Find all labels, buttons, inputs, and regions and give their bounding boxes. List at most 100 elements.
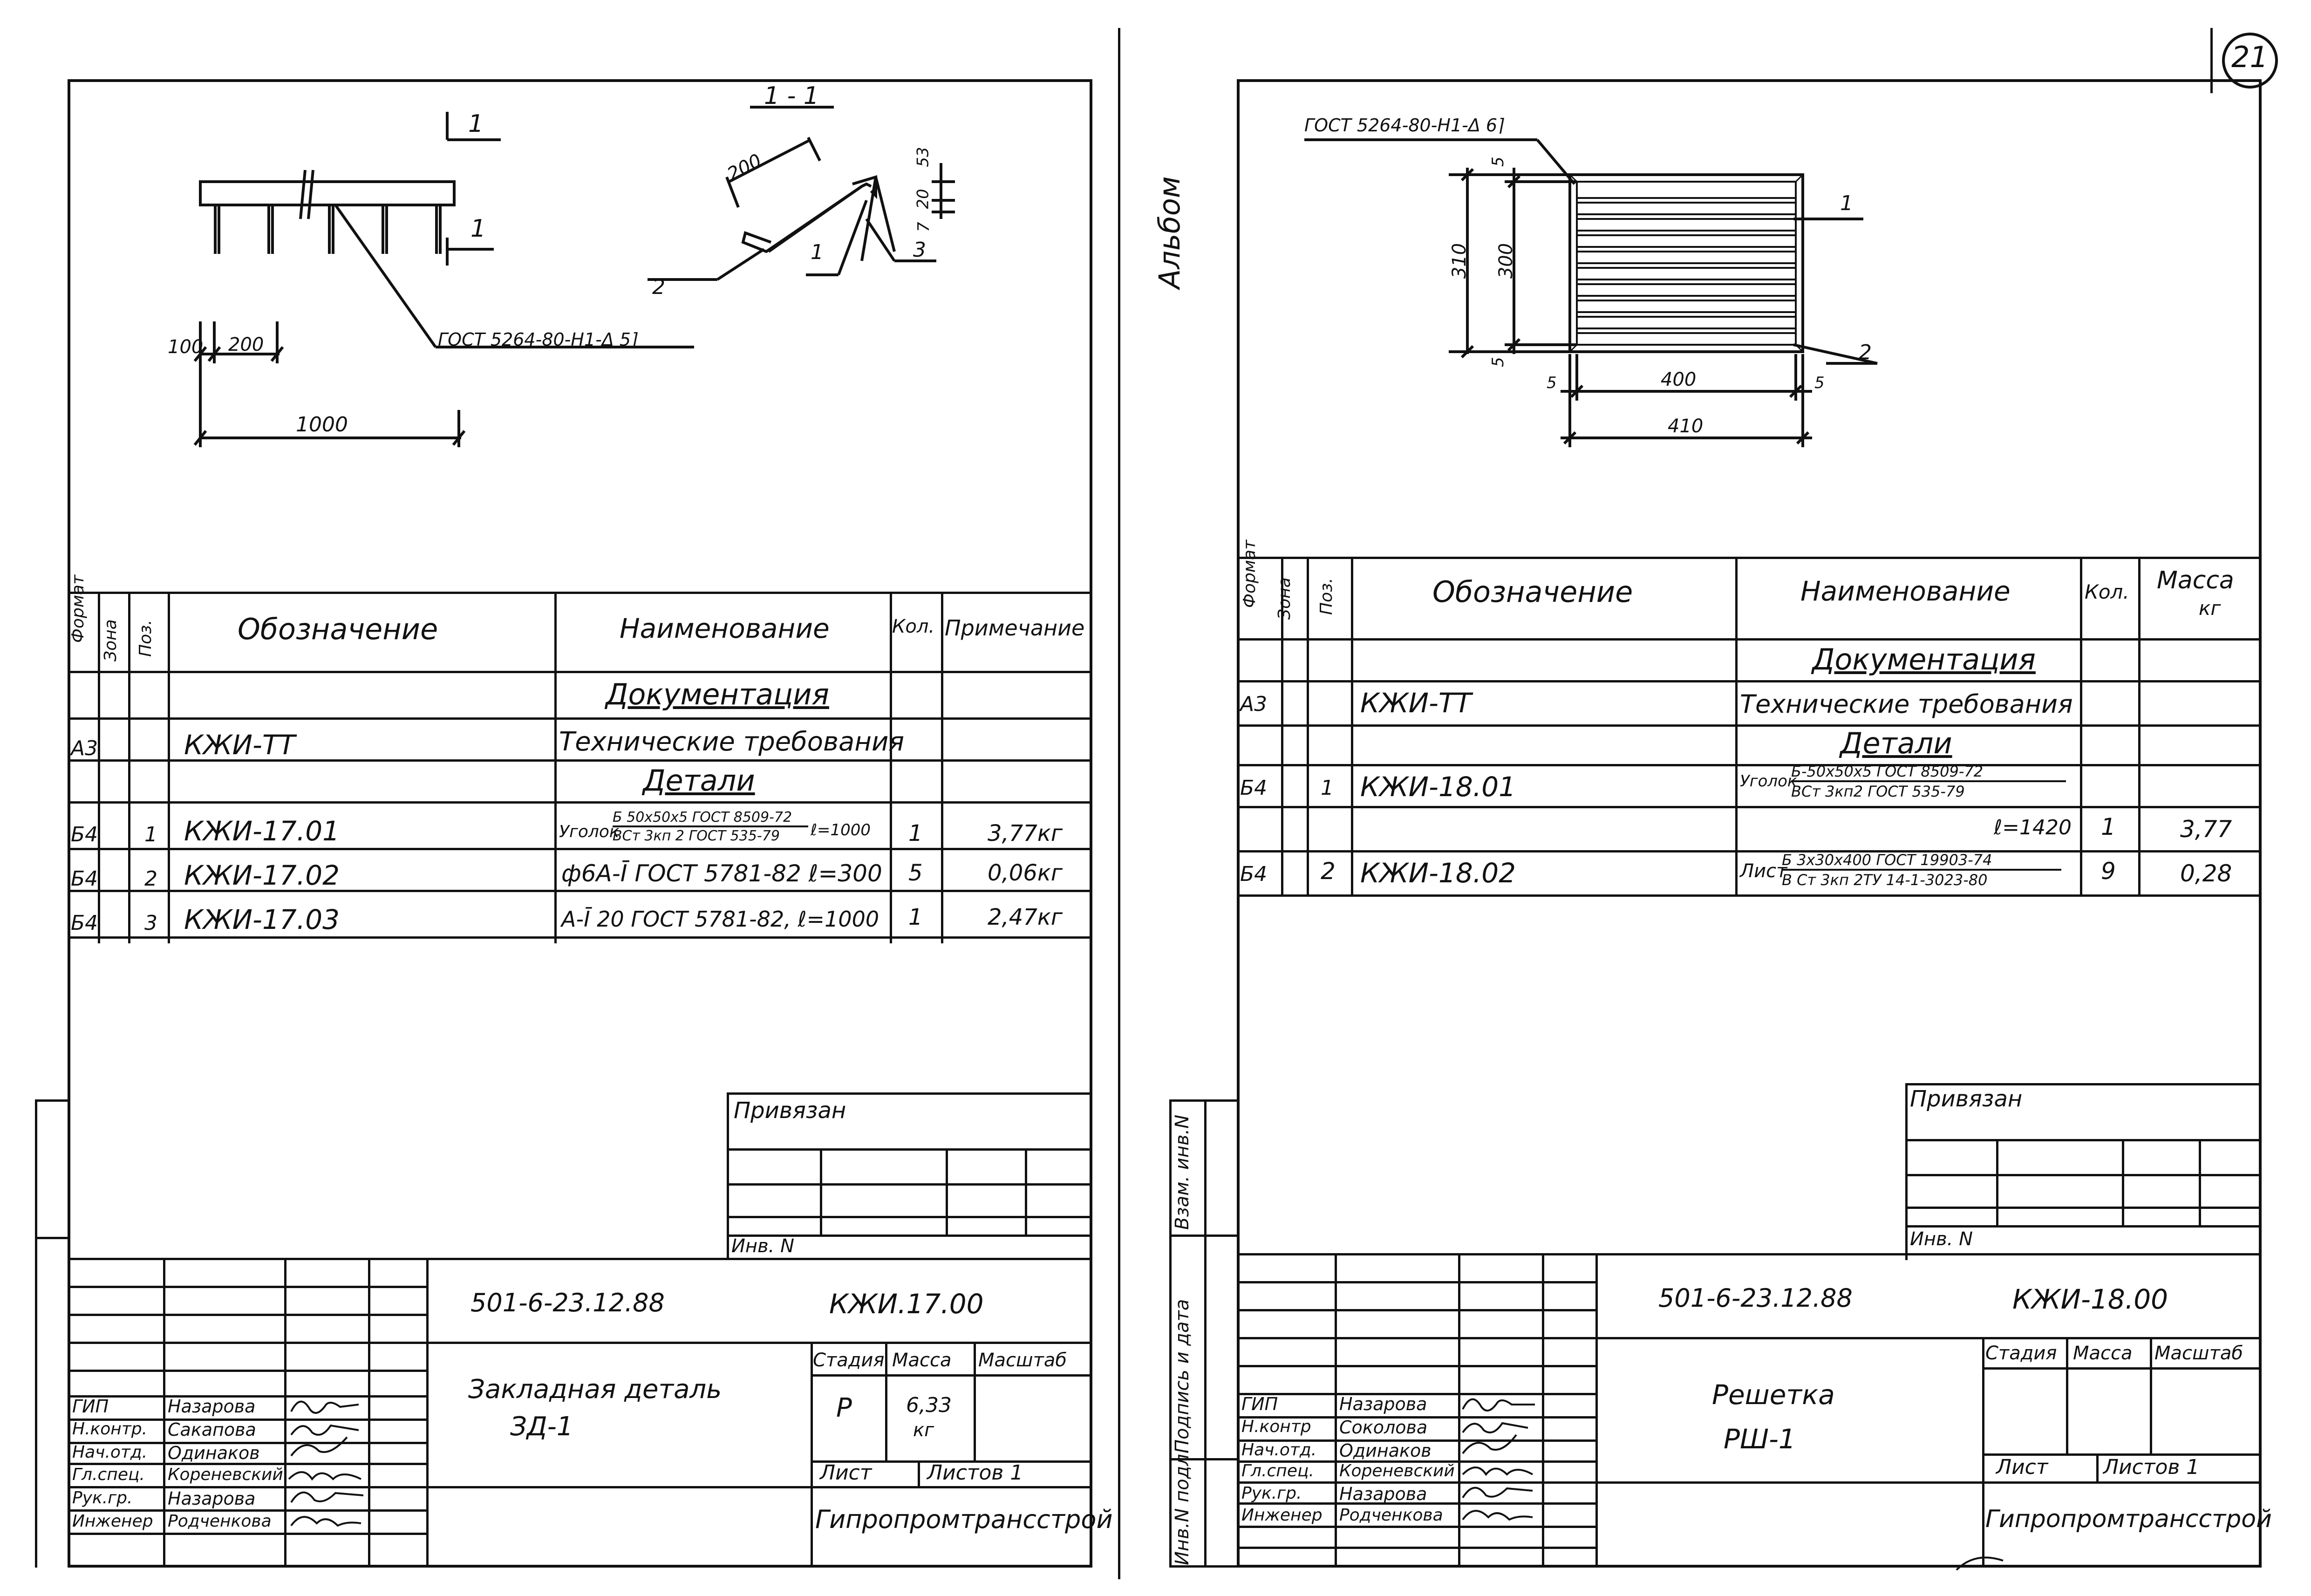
dim-400: 400 [1661, 369, 1697, 390]
role-glspec: Гл.спец. [72, 1465, 145, 1484]
drawing-title: Закладная деталь [468, 1374, 722, 1405]
drawing-title-mark-right: РШ-1 [1724, 1423, 1796, 1455]
role-engineer: Инженер [72, 1512, 153, 1531]
name-engineer-right: Родченкова [1339, 1506, 1443, 1525]
dim-53: 53 [913, 147, 933, 167]
tied-label: Привязан [734, 1098, 846, 1124]
callout-3: 3 [913, 238, 926, 262]
scale-header-right: Масштаб [2154, 1343, 2243, 1364]
tied-label-right: Привязан [1910, 1086, 2023, 1112]
doc-code: 501-6-23.12.88 [470, 1288, 665, 1317]
callout-2-right: 2 [1859, 341, 1872, 364]
col-designation: Обозначение [238, 612, 438, 646]
stage-value: Р [836, 1393, 852, 1423]
name-nkontr-right: Соколова [1339, 1417, 1428, 1438]
col-mass-right: Масса [2157, 566, 2234, 594]
callout-1: 1 [811, 240, 824, 264]
page-number-rule [2210, 28, 2213, 93]
dim-310: 310 [1449, 243, 1471, 279]
doc-mark: КЖИ.17.00 [829, 1288, 984, 1320]
sheets-header: Листов 1 [927, 1461, 1023, 1485]
weld-note-right: ГОСТ 5264-80-Н1-Δ 6⌉ [1304, 115, 1504, 136]
dim-1000: 1000 [296, 413, 348, 437]
col-pos: Поз. [136, 620, 155, 657]
section-label: 1 - 1 [764, 82, 819, 110]
name-gip-right: Назарова [1339, 1394, 1427, 1414]
callout-1-right: 1 [1840, 191, 1853, 215]
section-parts-right: Детали [1840, 726, 1952, 760]
role-rukgr: Рук.гр. [72, 1488, 133, 1507]
organization-right: Гипропромтрансстрой [1985, 1505, 2272, 1533]
role-nkontr: Н.контр. [72, 1419, 148, 1439]
section-docs-right: Документация [1812, 642, 2036, 676]
dim-5-left: 5 [1547, 374, 1557, 392]
dim-7: 7 [914, 222, 933, 232]
callout-2: 2 [652, 275, 665, 299]
role-engineer-right: Инженер [1241, 1506, 1323, 1525]
cut-mark-top: 1 [468, 110, 484, 138]
sheets-header-right: Листов 1 [2103, 1455, 2200, 1479]
name-glspec: Кореневский [168, 1465, 283, 1484]
col-note: Примечание [945, 615, 1085, 641]
dim-300: 300 [1495, 243, 1517, 279]
col-mass-unit-right: кг [2199, 597, 2221, 620]
mass-unit: кг [913, 1419, 934, 1441]
organization: Гипропромтрансстрой [815, 1505, 1113, 1534]
role-glspec-right: Гл.спец. [1241, 1461, 1314, 1480]
sheet-header: Лист [820, 1461, 872, 1485]
page-number: 21 [2231, 40, 2268, 74]
role-gip-right: ГИП [1241, 1394, 1278, 1414]
role-nkontr-right: Н.контр [1241, 1417, 1311, 1436]
doc-mark-right: КЖИ-18.00 [2012, 1283, 2168, 1315]
col-name-right: Наименование [1800, 575, 2011, 607]
col-format: Формат [68, 574, 88, 643]
name-engineer: Родченкова [168, 1512, 272, 1531]
dim-5-top: 5 [1488, 157, 1507, 167]
doc-code-right: 501-6-23.12.88 [1658, 1283, 1853, 1313]
role-rukgr-right: Рук.гр. [1241, 1484, 1302, 1503]
scale-header: Масштаб [978, 1350, 1067, 1371]
col-format-right: Формат [1240, 539, 1259, 608]
side-label-inv: Инв.N подл. [1172, 1448, 1193, 1565]
album-label: Альбом [1152, 176, 1186, 289]
left-binding-strip [35, 1099, 37, 1568]
col-name: Наименование [620, 613, 830, 644]
name-glspec-right: Кореневский [1339, 1461, 1455, 1480]
mass-header-right: Масса [2073, 1343, 2133, 1364]
inv-label-right: Инв. N [1910, 1228, 1973, 1250]
section-docs: Документация [606, 677, 829, 711]
sheet-header-right: Лист [1996, 1455, 2048, 1479]
name-nachotd-right: Одинаков [1339, 1440, 1432, 1461]
mass-header: Масса [892, 1350, 952, 1371]
dim-200-plan: 200 [228, 334, 264, 355]
dim-410: 410 [1668, 416, 1704, 437]
sheet-divider [1118, 28, 1120, 1579]
weld-note: ГОСТ 5264-80-Н1-Δ 5⌉ [438, 329, 638, 350]
drawing-title-mark: ЗД-1 [510, 1412, 573, 1442]
dim-20: 20 [913, 189, 933, 209]
col-qty: Кол. [892, 616, 935, 637]
inv-label: Инв. N [731, 1235, 794, 1257]
col-designation-right: Обозначение [1432, 575, 1633, 609]
name-rukgr-right: Назарова [1339, 1484, 1427, 1504]
col-zone: Зона [101, 619, 120, 662]
dim-100: 100 [168, 336, 204, 358]
section-parts: Детали [643, 764, 755, 798]
name-rukgr: Назарова [168, 1488, 256, 1509]
role-nachotd: Нач.отд. [72, 1443, 148, 1462]
role-gip: ГИП [72, 1396, 109, 1417]
stage-header-right: Стадия [1985, 1343, 2057, 1364]
mass-value: 6,33 [906, 1393, 952, 1417]
left-sheet-frame [68, 79, 1092, 1568]
col-zone-right: Зона [1275, 577, 1294, 620]
name-gip: Назарова [168, 1396, 256, 1417]
side-label-vzam: Взам. инв.N [1172, 1114, 1193, 1230]
dim-5-right: 5 [1814, 374, 1825, 392]
dim-5-bottom: 5 [1488, 357, 1507, 367]
side-label-podpis: Подпись и дата [1172, 1299, 1193, 1453]
role-nachotd-right: Нач.отд. [1241, 1440, 1317, 1460]
page-number-circle [2222, 33, 2278, 89]
col-pos-right: Поз. [1317, 578, 1336, 615]
cut-mark-bottom: 1 [470, 215, 486, 243]
name-nkontr: Сакапова [168, 1419, 256, 1440]
